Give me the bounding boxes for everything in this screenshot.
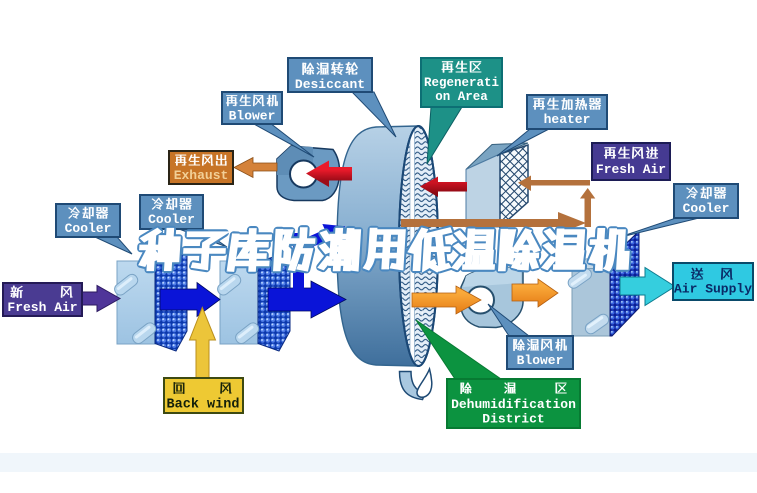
- svg-text:Cooler: Cooler: [65, 221, 112, 236]
- svg-text:on Area: on Area: [435, 90, 488, 104]
- svg-text:Back wind: Back wind: [167, 398, 240, 413]
- svg-text:District: District: [482, 412, 544, 427]
- svg-text:Cooler: Cooler: [148, 212, 195, 227]
- svg-text:Blower: Blower: [229, 109, 276, 124]
- svg-text:Fresh Air: Fresh Air: [596, 162, 666, 177]
- svg-text:heater: heater: [544, 112, 591, 127]
- svg-text:Fresh Air: Fresh Air: [7, 300, 77, 315]
- svg-text:Air Supply: Air Supply: [674, 282, 752, 297]
- svg-text:Regenerati: Regenerati: [424, 76, 499, 90]
- svg-text:Dehumidification: Dehumidification: [451, 397, 576, 412]
- svg-text:Exhaust: Exhaust: [174, 168, 229, 183]
- svg-text:xtmj: xtmj: [405, 310, 424, 319]
- svg-text:Cooler: Cooler: [683, 201, 730, 216]
- svg-text:Desiccant: Desiccant: [295, 77, 365, 92]
- svg-text:Blower: Blower: [517, 353, 564, 368]
